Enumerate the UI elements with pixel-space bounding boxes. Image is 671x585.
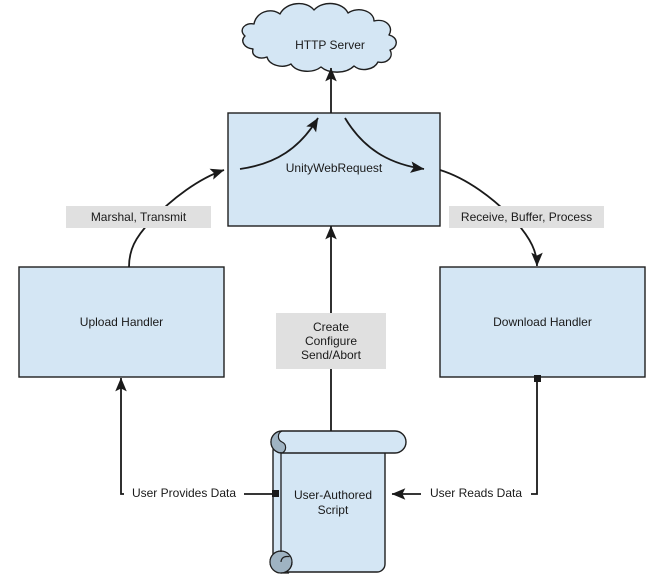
edge-label-receive-buffer-process: Receive, Buffer, Process [449, 206, 604, 228]
edge-script-to-upload-handler [115, 377, 279, 497]
node-http-server[interactable] [241, 2, 397, 73]
edge-label-marshal-transmit: Marshal, Transmit [66, 206, 211, 228]
node-upload-handler[interactable] [18, 266, 225, 378]
edge-label-user-reads-data: User Reads Data [421, 483, 531, 503]
node-unitywebrequest[interactable] [227, 112, 441, 227]
node-user-authored-script[interactable] [269, 430, 407, 574]
edge-label-user-provides-data: User Provides Data [124, 483, 244, 503]
node-download-handler[interactable] [439, 266, 646, 378]
edge-label-create-configure-send-abort: Create Configure Send/Abort [276, 313, 386, 369]
edge-download-handler-to-script [391, 375, 541, 500]
